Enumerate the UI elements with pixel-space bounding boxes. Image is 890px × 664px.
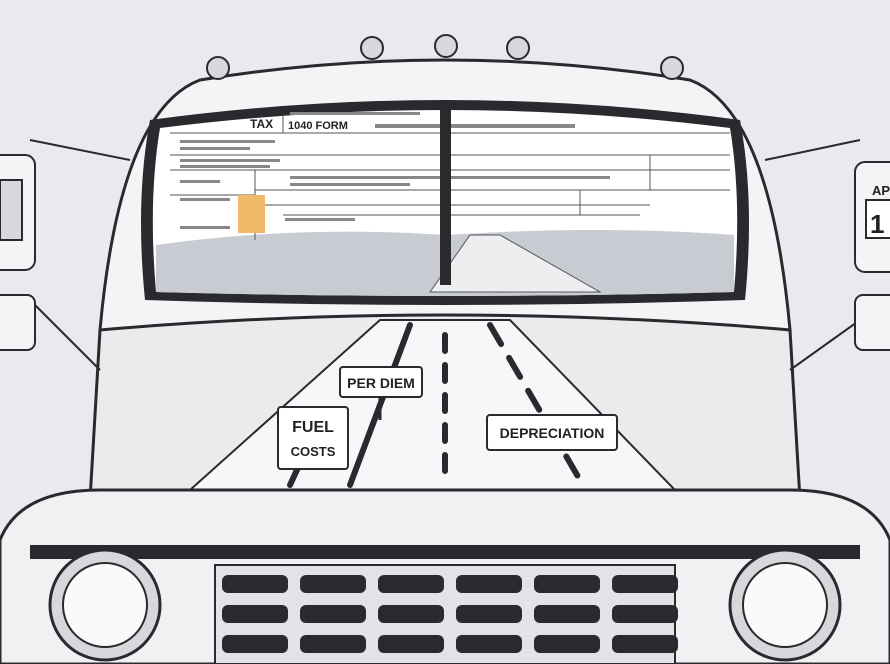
form-highlight-box [238, 195, 265, 233]
right-mirror [764, 139, 890, 371]
grille-slot [612, 605, 678, 623]
grille-slot [456, 575, 522, 593]
grille-slot [222, 575, 288, 593]
calendar-day: 1 [870, 209, 884, 239]
grille-slot [534, 575, 600, 593]
tax-label: TAX [250, 117, 273, 131]
grille-slot [534, 635, 600, 653]
right-headlight [728, 548, 842, 662]
calendar-month: AP [872, 183, 890, 198]
left-mirror [0, 139, 131, 371]
grille-slot [378, 605, 444, 623]
distant-road [429, 234, 602, 293]
grille-slot [378, 635, 444, 653]
fuel-label: FUEL [292, 419, 334, 436]
roof-lights [206, 34, 684, 80]
grille-slot [534, 605, 600, 623]
per-diem-label: PER DIEM [347, 375, 415, 391]
grille-slot [612, 635, 678, 653]
grille-slot [222, 605, 288, 623]
sign-per-diem: PER DIEM [339, 366, 423, 420]
costs-label: COSTS [291, 444, 336, 459]
grille-slot [300, 635, 366, 653]
grille-slot [456, 605, 522, 623]
grille-slot [612, 575, 678, 593]
grille-slots [222, 575, 678, 653]
grille-slot [300, 575, 366, 593]
grille-slot [378, 575, 444, 593]
sign-fuel-costs: FUEL COSTS [277, 406, 349, 470]
grille-slot [300, 605, 366, 623]
sign-depreciation: DEPRECIATION [486, 414, 618, 451]
chrome-strip [30, 545, 860, 559]
grille-slot [456, 635, 522, 653]
depreciation-label: DEPRECIATION [500, 425, 605, 441]
left-headlight [48, 548, 162, 662]
windshield-divider [440, 100, 451, 285]
form-title: 1040 FORM [288, 120, 348, 132]
grille-slot [222, 635, 288, 653]
